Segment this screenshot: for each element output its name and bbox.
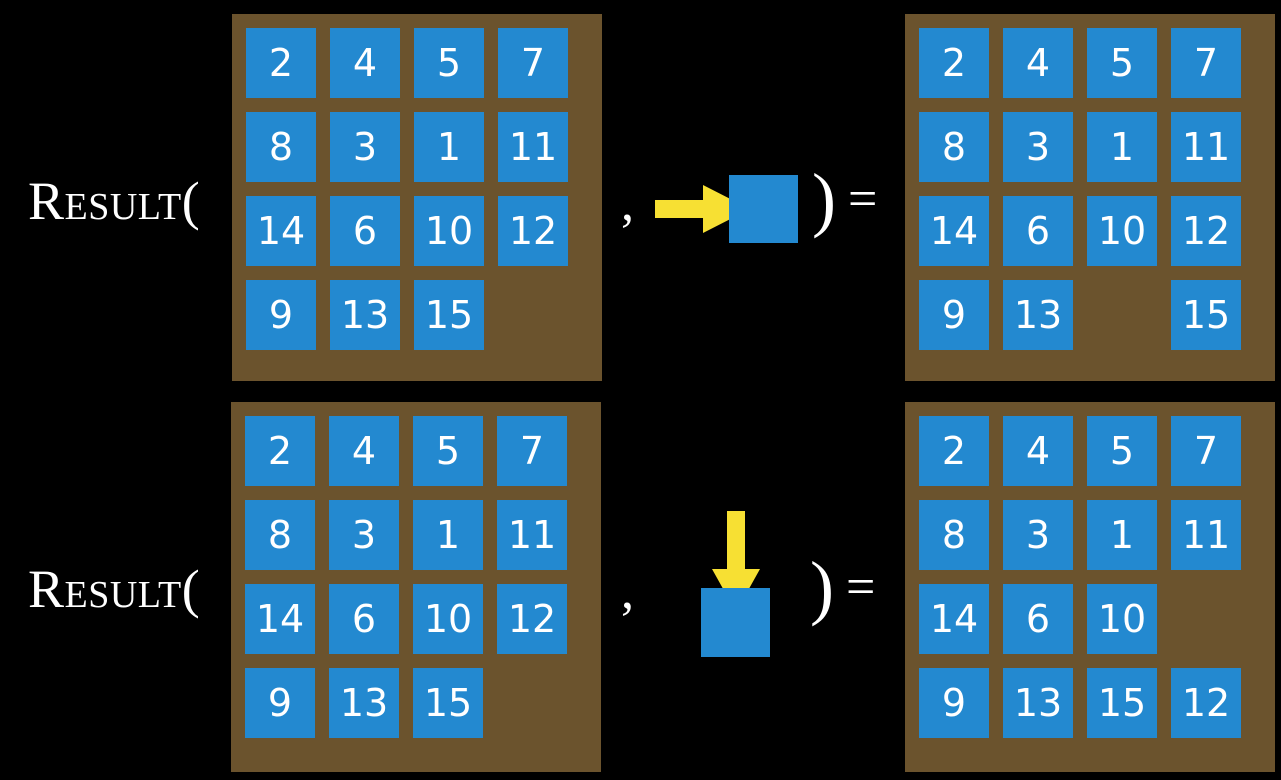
arrow-right-icon [655, 185, 750, 233]
tile[interactable]: 15 [1171, 280, 1241, 350]
tile[interactable]: 14 [919, 196, 989, 266]
tile[interactable]: 11 [497, 500, 567, 570]
tile[interactable]: 1 [414, 112, 484, 182]
tile[interactable]: 10 [413, 584, 483, 654]
comma-row1: , [621, 175, 634, 232]
equals-row1: = [848, 171, 878, 228]
tile[interactable]: 9 [919, 668, 989, 738]
result-label-row2: Result( [28, 562, 200, 616]
tile[interactable]: 9 [919, 280, 989, 350]
equals-row2: = [846, 559, 876, 616]
tile-empty[interactable] [498, 280, 568, 350]
tile[interactable]: 5 [414, 28, 484, 98]
tile[interactable]: 4 [330, 28, 400, 98]
tile[interactable]: 3 [1003, 112, 1073, 182]
tile[interactable]: 12 [1171, 668, 1241, 738]
tile[interactable]: 8 [246, 112, 316, 182]
tile[interactable]: 2 [919, 416, 989, 486]
tile[interactable]: 1 [1087, 112, 1157, 182]
input-board-top: 2 4 5 7 8 3 1 11 14 6 10 12 9 13 15 [232, 14, 602, 381]
tile[interactable]: 9 [246, 280, 316, 350]
tile[interactable]: 12 [1171, 196, 1241, 266]
tile[interactable]: 13 [330, 280, 400, 350]
tile[interactable]: 13 [1003, 280, 1073, 350]
tile[interactable]: 10 [414, 196, 484, 266]
tile[interactable]: 8 [919, 500, 989, 570]
tile[interactable]: 12 [497, 584, 567, 654]
output-board-top: 2 4 5 7 8 3 1 11 14 6 10 12 9 13 15 [905, 14, 1275, 381]
tile[interactable]: 14 [919, 584, 989, 654]
tile[interactable]: 7 [498, 28, 568, 98]
tile[interactable]: 12 [498, 196, 568, 266]
blank-tile-icon-row1[interactable] [729, 175, 798, 243]
tile[interactable]: 10 [1087, 584, 1157, 654]
tile[interactable]: 6 [330, 196, 400, 266]
close-paren-row2: ) [810, 547, 834, 627]
result-label-row1: Result( [28, 174, 200, 228]
close-paren-row1: ) [812, 159, 836, 239]
tile[interactable]: 5 [413, 416, 483, 486]
tile[interactable]: 15 [413, 668, 483, 738]
tile[interactable]: 3 [329, 500, 399, 570]
result-label-row1-text: Result( [28, 171, 201, 231]
tile[interactable]: 7 [1171, 416, 1241, 486]
tile[interactable]: 6 [1003, 584, 1073, 654]
tile[interactable]: 6 [329, 584, 399, 654]
tile[interactable]: 3 [1003, 500, 1073, 570]
tile[interactable]: 9 [245, 668, 315, 738]
tile[interactable]: 2 [245, 416, 315, 486]
tile[interactable]: 5 [1087, 28, 1157, 98]
result-label-row2-text: Result( [28, 559, 201, 619]
tile-empty[interactable] [497, 668, 567, 738]
tile[interactable]: 4 [1003, 416, 1073, 486]
tile[interactable]: 15 [414, 280, 484, 350]
tile[interactable]: 11 [498, 112, 568, 182]
tile[interactable]: 1 [413, 500, 483, 570]
tile[interactable]: 4 [1003, 28, 1073, 98]
tile[interactable]: 10 [1087, 196, 1157, 266]
tile[interactable]: 15 [1087, 668, 1157, 738]
comma-row2: , [621, 563, 634, 620]
tile-empty[interactable] [1171, 584, 1241, 654]
tile[interactable]: 11 [1171, 112, 1241, 182]
tile-empty[interactable] [1087, 280, 1157, 350]
blank-tile-icon-row2[interactable] [701, 588, 770, 657]
output-board-bottom: 2 4 5 7 8 3 1 11 14 6 10 9 13 15 12 [905, 402, 1275, 772]
tile[interactable]: 7 [497, 416, 567, 486]
tile[interactable]: 7 [1171, 28, 1241, 98]
tile[interactable]: 2 [919, 28, 989, 98]
tile[interactable]: 14 [246, 196, 316, 266]
tile[interactable]: 6 [1003, 196, 1073, 266]
tile[interactable]: 5 [1087, 416, 1157, 486]
tile[interactable]: 8 [245, 500, 315, 570]
tile[interactable]: 11 [1171, 500, 1241, 570]
tile[interactable]: 1 [1087, 500, 1157, 570]
arrow-down-icon [712, 511, 760, 612]
tile[interactable]: 13 [329, 668, 399, 738]
input-board-bottom: 2 4 5 7 8 3 1 11 14 6 10 12 9 13 15 [231, 402, 601, 772]
tile[interactable]: 13 [1003, 668, 1073, 738]
tile[interactable]: 8 [919, 112, 989, 182]
tile[interactable]: 4 [329, 416, 399, 486]
tile[interactable]: 3 [330, 112, 400, 182]
tile[interactable]: 14 [245, 584, 315, 654]
tile[interactable]: 2 [246, 28, 316, 98]
